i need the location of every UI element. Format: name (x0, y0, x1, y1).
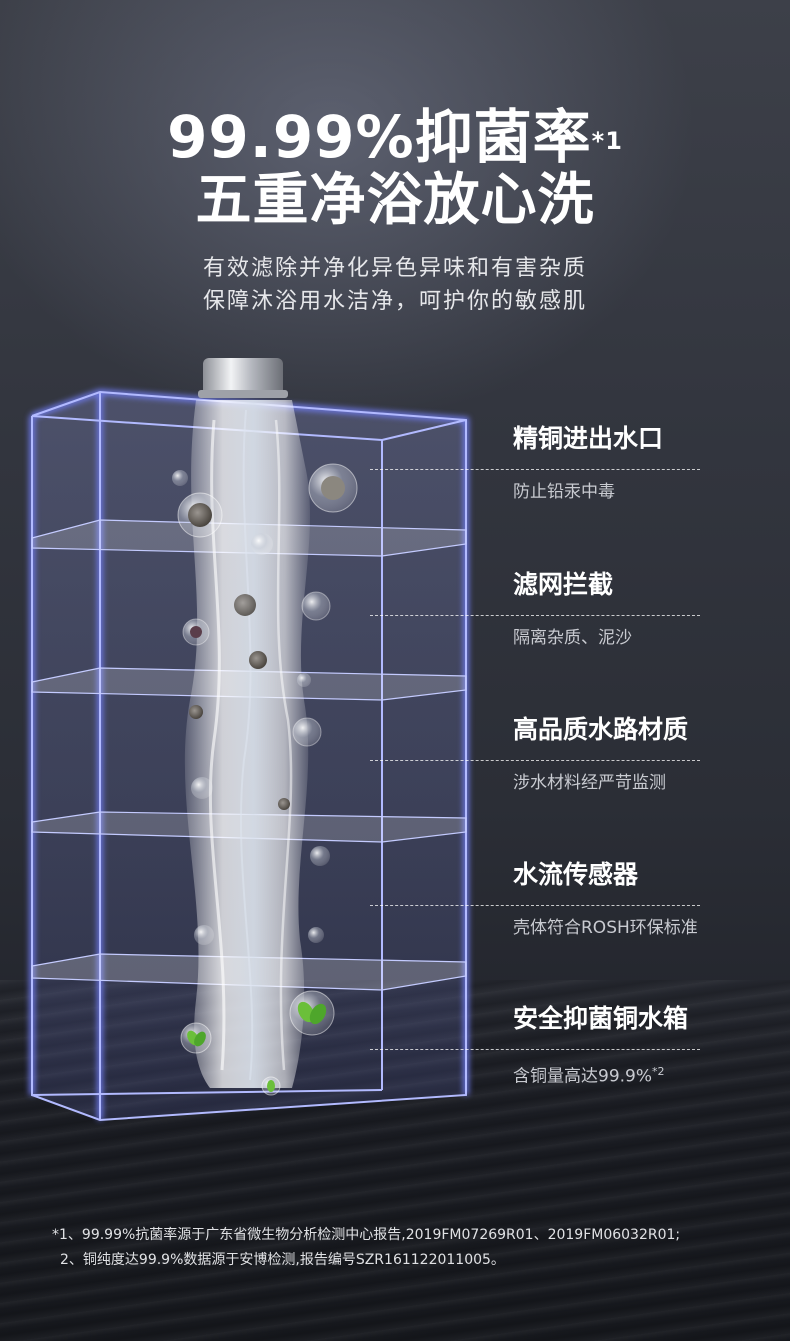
feature-title: 高品质水路材质 (513, 715, 689, 744)
feature-flow-sensor: 水流传感器 壳体符合ROSH环保标准 (370, 860, 770, 950)
feature-leader-line (370, 615, 700, 616)
feature-desc: 含铜量高达99.9%*2 (513, 1065, 665, 1087)
feature-desc: 涉水材料经严苛监测 (513, 773, 666, 793)
feature-leader-line (370, 905, 700, 906)
feature-desc: 隔离杂质、泥沙 (513, 628, 632, 648)
feature-leader-line (370, 760, 700, 761)
headline-slogan: 五重净浴放心洗 (195, 168, 595, 233)
feature-desc: 壳体符合ROSH环保标准 (513, 918, 698, 938)
headline-footnote-mark: *1 (591, 127, 623, 155)
subtitle-line-1: 有效滤除并净化异色异味和有害杂质 (202, 256, 587, 281)
feature-title: 精铜进出水口 (513, 424, 664, 453)
feature-title: 水流传感器 (513, 860, 639, 889)
headline-antibacterial-rate: 99.99%抑菌率*1 (167, 103, 623, 171)
feature-waterway-material: 高品质水路材质 涉水材料经严苛监测 (370, 715, 770, 805)
feature-filter-screen: 滤网拦截 隔离杂质、泥沙 (370, 570, 770, 660)
impurity-particle-icon (172, 463, 358, 945)
subtitle-line-2: 保障沐浴用水洁净，呵护你的敏感肌 (202, 289, 587, 314)
feature-footnote-mark: *2 (652, 1065, 665, 1078)
feature-copper-tank: 安全抑菌铜水箱 含铜量高达99.9%*2 (370, 1004, 770, 1094)
footnote-2: 2、铜纯度达99.9%数据源于安博检测,报告编号SZR161122011005。 (60, 1252, 505, 1268)
feature-title: 滤网拦截 (513, 570, 614, 599)
footnote-1: *1、99.99%抗菌率源于广东省微生物分析检测中心报告,2019FM07269… (52, 1227, 681, 1243)
feature-desc: 防止铅汞中毒 (513, 482, 615, 502)
feature-leader-line (370, 1049, 700, 1050)
metal-nozzle-icon (198, 358, 288, 398)
feature-copper-inlet: 精铜进出水口 防止铅汞中毒 (370, 424, 770, 514)
feature-leader-line (370, 469, 700, 470)
feature-title: 安全抑菌铜水箱 (513, 1004, 689, 1033)
